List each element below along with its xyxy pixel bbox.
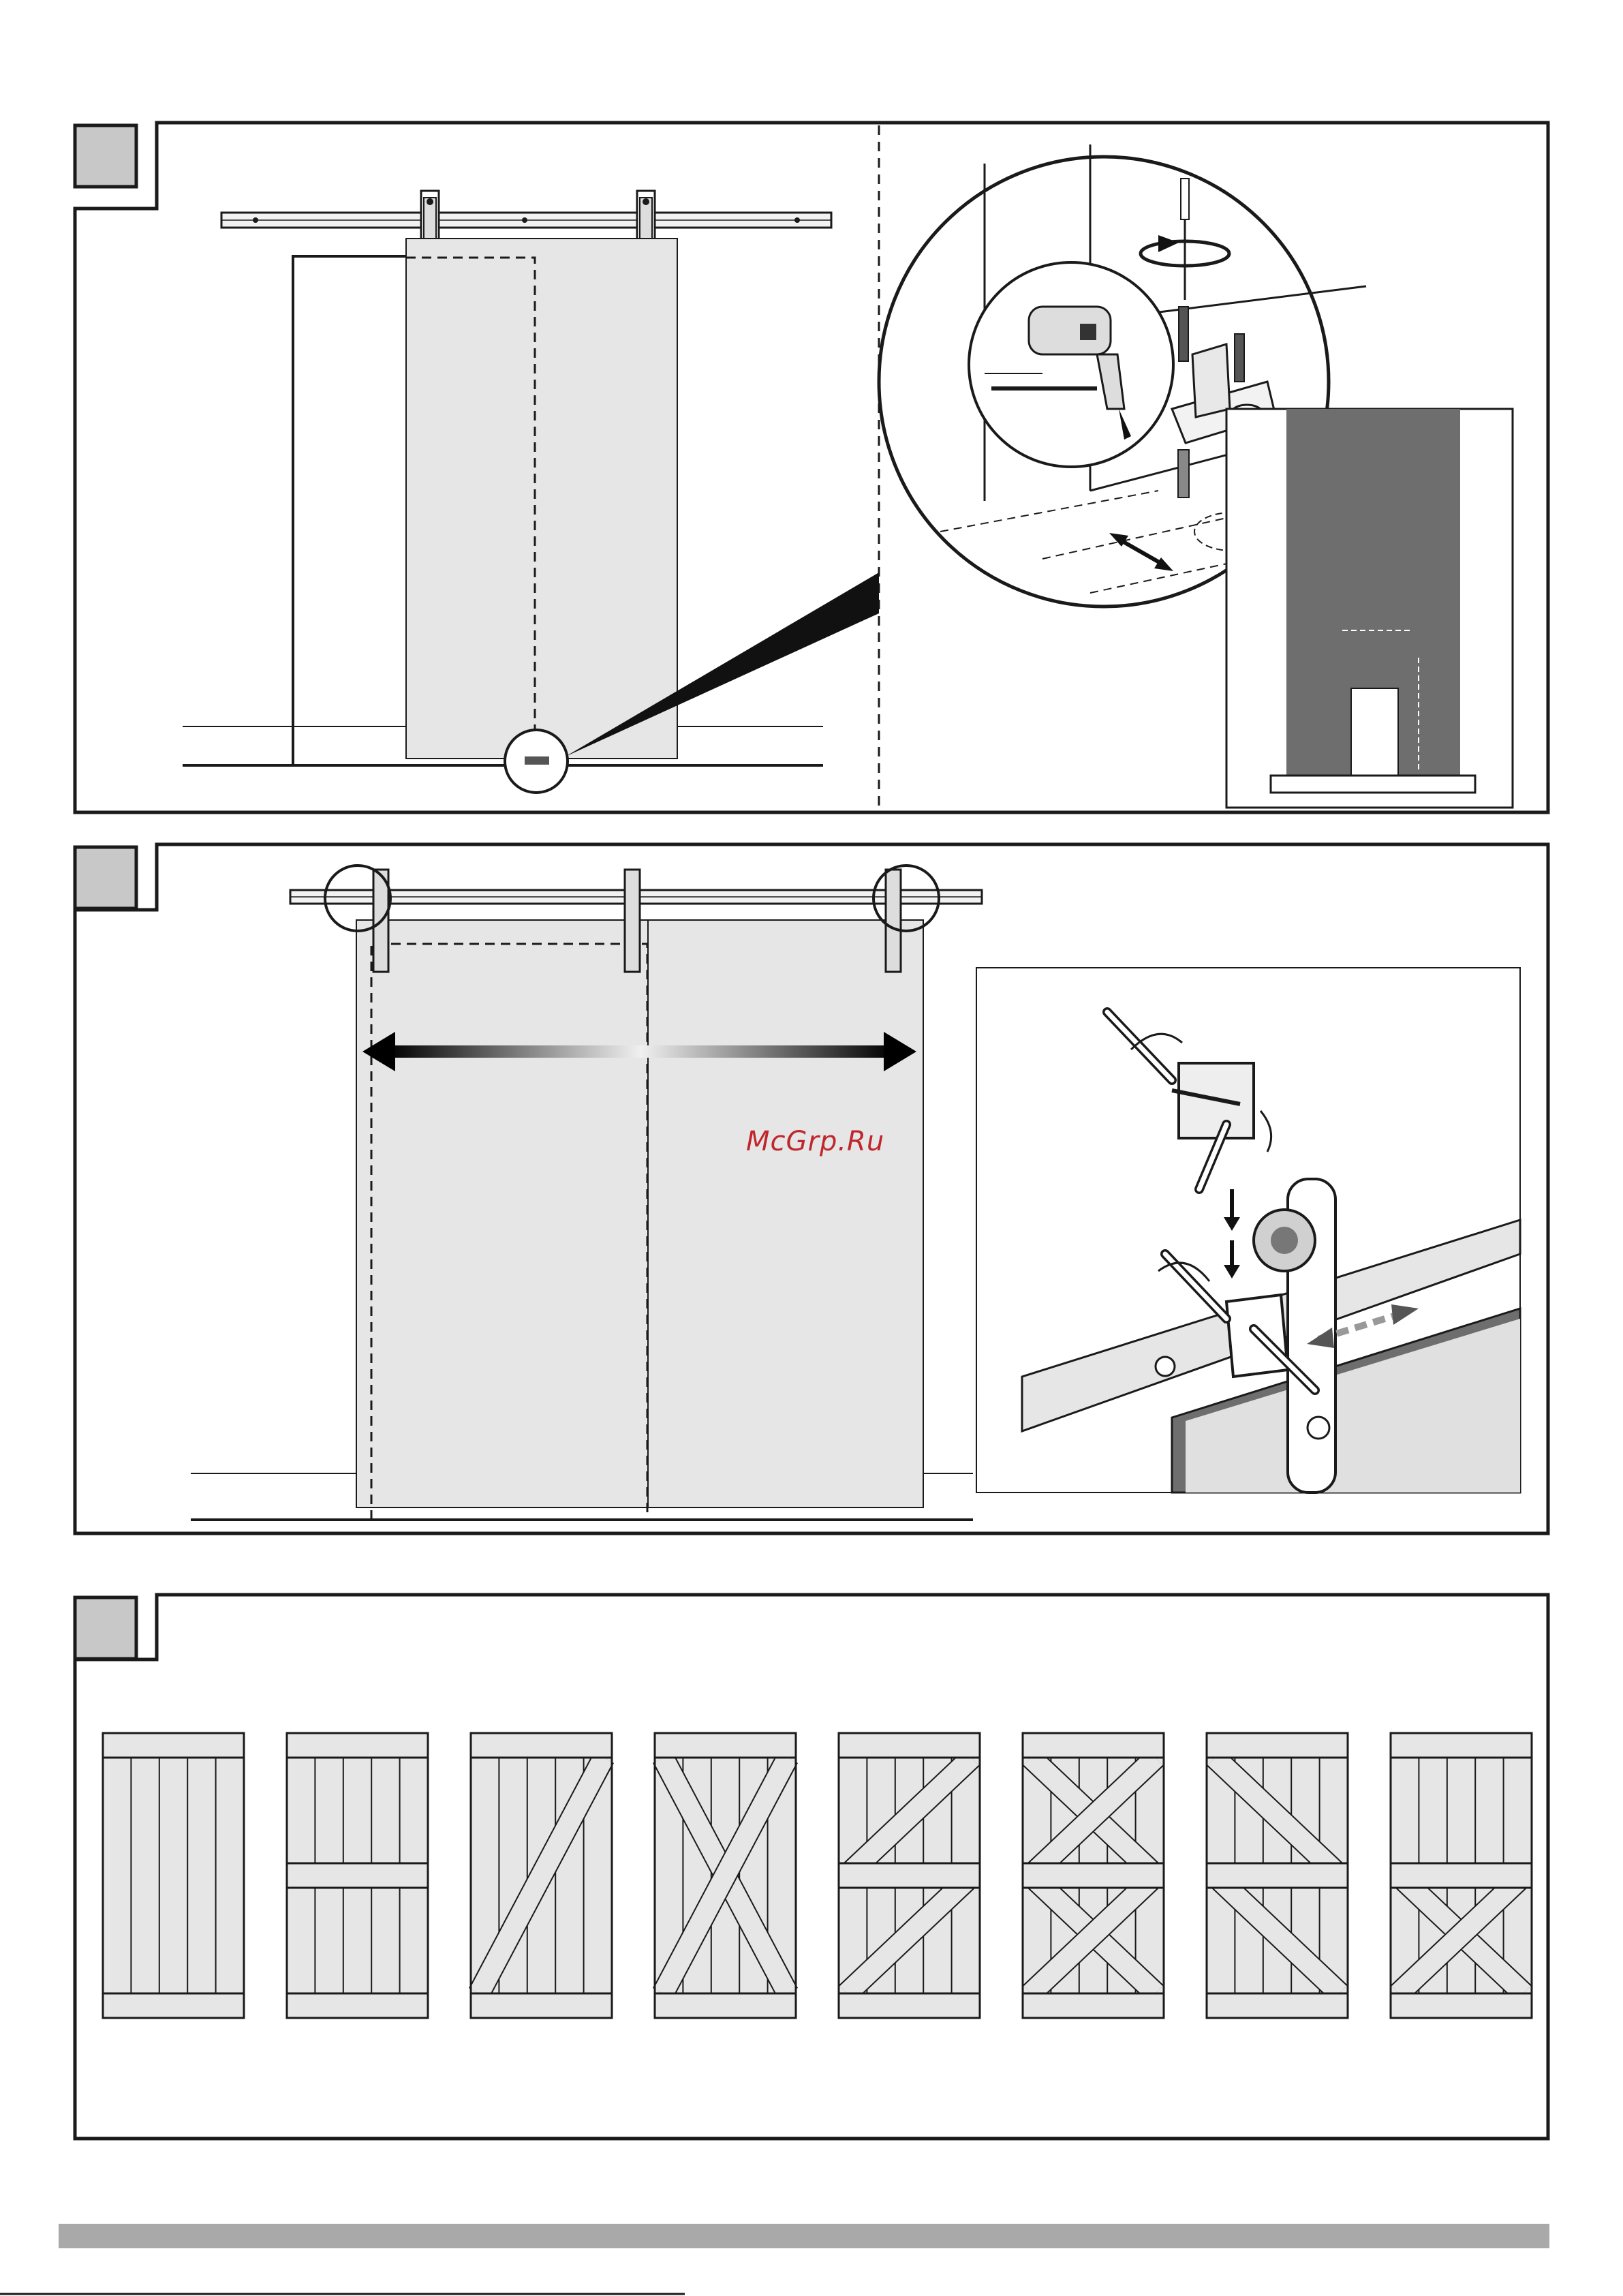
door-style-option [1023, 1733, 1164, 2018]
panel-1 [75, 123, 1548, 812]
floor-section-detail [1226, 409, 1513, 808]
watermark-text: McGrp.Ru [746, 1126, 923, 1157]
panel-2 [75, 844, 1548, 1533]
sliding-door-right [648, 920, 923, 1507]
sliding-door-left [356, 920, 648, 1507]
stopper-adjustment-detail [976, 968, 1520, 1493]
slide-direction-arrow [388, 1045, 893, 1058]
panel-3 [75, 1595, 1548, 2139]
sliding-door [406, 239, 677, 759]
step-3-number-box [75, 1597, 136, 1659]
door-style-options [103, 1733, 1532, 2018]
door-style-option [471, 1733, 612, 2018]
door-style-option [1207, 1733, 1348, 2018]
footer-bar [59, 2224, 1549, 2248]
door-style-option [1391, 1733, 1532, 2018]
step-1-number-box [75, 125, 136, 187]
door-style-option [839, 1733, 980, 2018]
track-rail [221, 213, 831, 228]
door-style-option [655, 1733, 796, 2018]
step-2-number-box [75, 847, 136, 908]
door-style-option [287, 1733, 428, 2018]
door-style-option [103, 1733, 244, 2018]
